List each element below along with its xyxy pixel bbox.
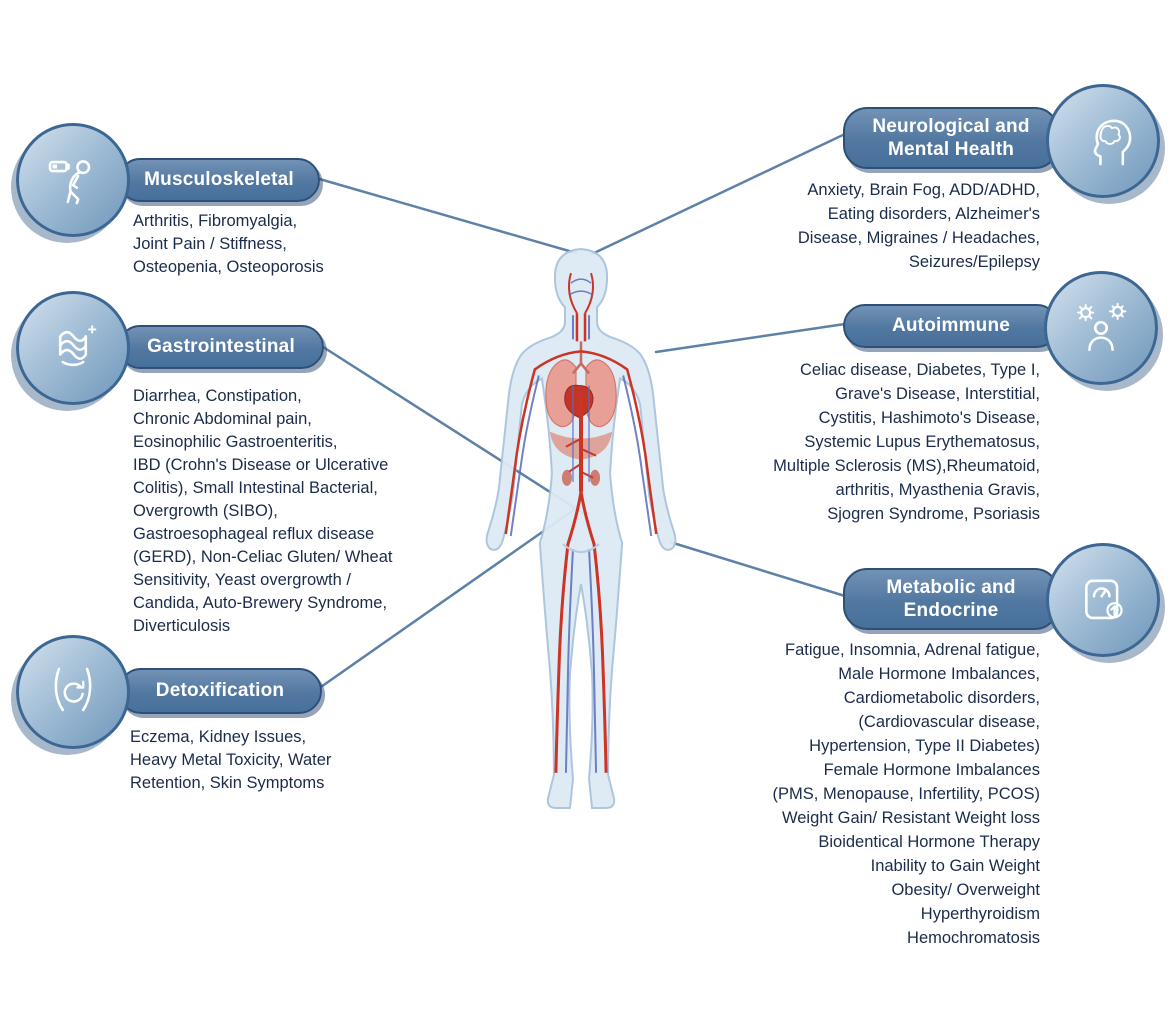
metabolic-conditions: Fatigue, Insomnia, Adrenal fatigue, Male… bbox=[772, 641, 1040, 947]
detoxification-title: Detoxification bbox=[155, 680, 285, 702]
pelvis-line bbox=[562, 543, 600, 554]
connector-line-gastrointestinal bbox=[318, 343, 588, 517]
connector-line-detoxification bbox=[316, 505, 580, 691]
veins bbox=[509, 278, 653, 773]
right-kidney bbox=[590, 469, 601, 486]
musculoskeletal-pill: Musculoskeletal bbox=[118, 158, 320, 202]
left-kidney bbox=[561, 469, 572, 486]
detoxification-icon-circle bbox=[16, 635, 130, 749]
weight-scale-icon bbox=[1085, 579, 1123, 620]
musculoskeletal-title: Musculoskeletal bbox=[144, 169, 294, 191]
musculoskeletal-icon-circle bbox=[16, 123, 130, 237]
detoxification-pill: Detoxification bbox=[118, 668, 322, 714]
autoimmune-title: Autoimmune bbox=[891, 315, 1011, 337]
intestines-icon bbox=[58, 325, 97, 367]
metabolic-title-line2: Endocrine bbox=[903, 600, 999, 621]
neurological-pill: Neurological and Mental Health bbox=[843, 107, 1059, 169]
connector-line-musculoskeletal bbox=[314, 176, 578, 255]
gastrointestinal-pill: Gastrointestinal bbox=[118, 325, 324, 369]
metabolic-title-line1: Metabolic and bbox=[886, 576, 1016, 598]
back-pain-icon bbox=[48, 160, 91, 205]
connector-line-autoimmune bbox=[654, 322, 847, 354]
detox-belly-icon bbox=[54, 667, 92, 712]
detoxification-conditions: Eczema, Kidney Issues, Heavy Metal Toxic… bbox=[130, 728, 332, 792]
autoimmune-pill: Autoimmune bbox=[843, 304, 1059, 348]
metabolic-icon-circle bbox=[1046, 543, 1160, 657]
neurological-icon-circle bbox=[1046, 84, 1160, 198]
connector-line-neurological bbox=[590, 132, 847, 256]
human-anatomy-figure bbox=[485, 248, 677, 809]
connector-line-metabolic bbox=[668, 540, 847, 598]
musculoskeletal-conditions: Arthritis, Fibromyalgia, Joint Pain / St… bbox=[133, 212, 324, 276]
gastrointestinal-conditions: Diarrhea, Constipation, Chronic Abdomina… bbox=[133, 387, 393, 635]
autoimmune-icon-circle bbox=[1044, 271, 1158, 385]
right-lung bbox=[585, 359, 617, 428]
neurological-title-line2: Mental Health bbox=[887, 139, 1015, 160]
autoimmune-conditions: Celiac disease, Diabetes, Type I, Grave'… bbox=[773, 361, 1040, 523]
neurological-conditions: Anxiety, Brain Fog, ADD/ADHD, Eating dis… bbox=[797, 181, 1040, 271]
neurological-title-line1: Neurological and bbox=[872, 115, 1030, 137]
immune-system-icon bbox=[1077, 302, 1127, 352]
metabolic-pill: Metabolic and Endocrine bbox=[843, 568, 1059, 630]
gastrointestinal-icon-circle bbox=[16, 291, 130, 405]
head-brain-icon bbox=[1093, 119, 1132, 166]
body-silhouette bbox=[485, 248, 677, 809]
gastrointestinal-title: Gastrointestinal bbox=[147, 336, 295, 358]
